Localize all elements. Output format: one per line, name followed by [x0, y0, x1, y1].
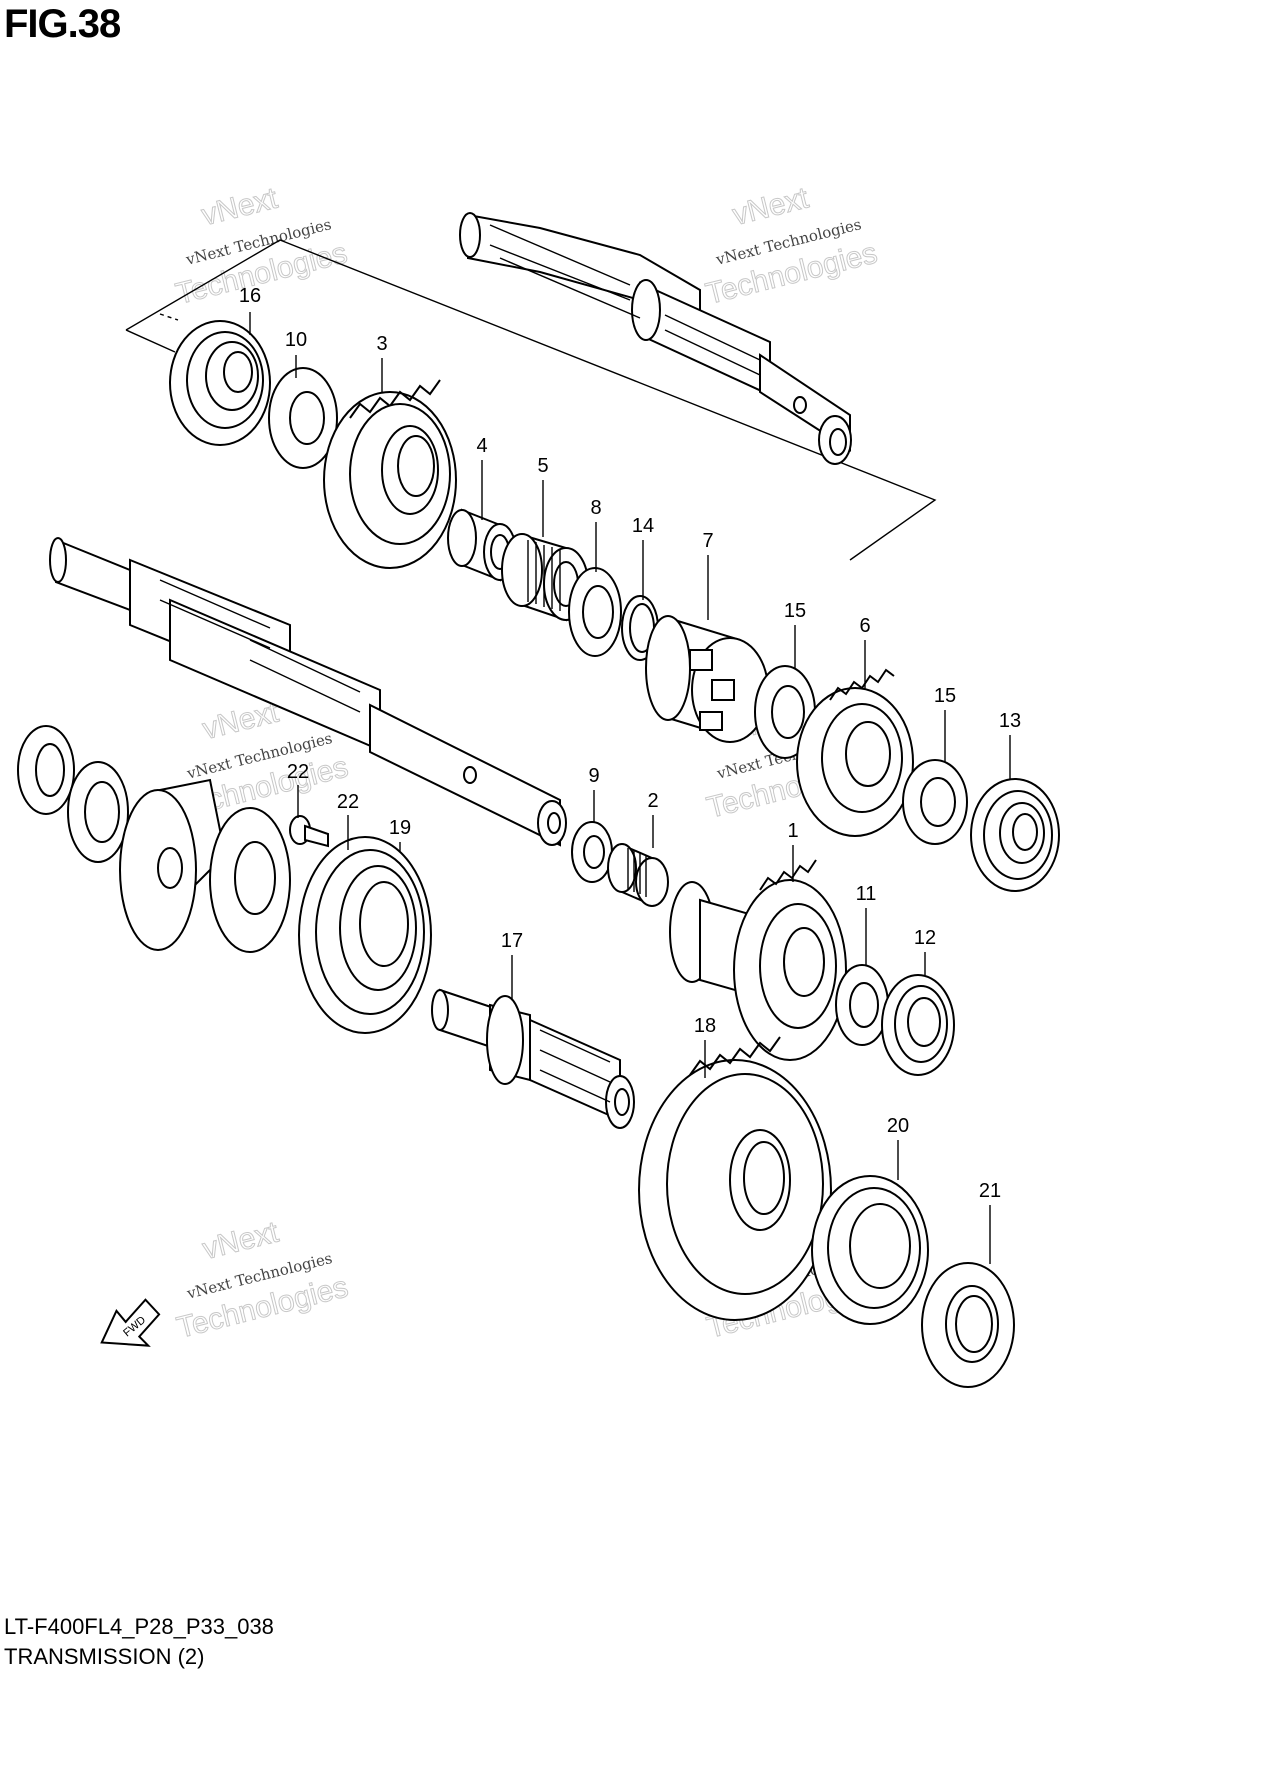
part-4-collar [447, 508, 517, 582]
part-2-needle-bearing [607, 843, 669, 907]
callout-14: 14 [632, 515, 654, 537]
part-15-washer-b [902, 759, 968, 845]
callout-22-a: 22 [287, 761, 309, 783]
washer-left [67, 761, 129, 863]
callout-17: 17 [501, 930, 523, 952]
figure-title: FIG.38 [4, 2, 121, 46]
callout-9: 9 [588, 765, 599, 787]
part-18-final-gear [638, 1036, 832, 1321]
callout-6: 6 [859, 615, 870, 637]
callout-16: 16 [239, 285, 261, 307]
callout-13: 13 [999, 710, 1021, 732]
leader-lines [249, 312, 1011, 1264]
callout-21: 21 [979, 1180, 1001, 1202]
figure-name: TRANSMISSION (2) [4, 1644, 205, 1669]
washer-large-left [209, 807, 291, 953]
callout-19: 19 [389, 817, 411, 839]
part-16-bearing [169, 320, 271, 446]
part-12-bearing [881, 974, 955, 1076]
part-1-gear [669, 859, 847, 1061]
exploded-parts-diagram: vNext Technologies vNext Technologies vN… [17, 181, 1060, 1388]
assembly-bracket [125, 239, 937, 561]
part-21-oil-seal [921, 1262, 1015, 1388]
svg-text:vNext: vNext [729, 181, 812, 232]
part-3-gear [323, 379, 457, 569]
callout-15-b: 15 [934, 685, 956, 707]
callout-15-a: 15 [784, 600, 806, 622]
figure-code: LT-F400FL4_P28_P33_038 [4, 1614, 274, 1639]
callout-8: 8 [590, 497, 601, 519]
counter-shaft-middle [49, 537, 567, 847]
part-10-washer [268, 367, 338, 469]
part-20-bearing [811, 1175, 929, 1325]
callout-5: 5 [537, 455, 548, 477]
watermark-top-right: vNext Technologies vNext Technologies [702, 181, 881, 312]
fwd-arrow-icon: FWD [100, 1298, 161, 1347]
part-6-gear [796, 668, 914, 837]
part-22-bolt [289, 815, 329, 848]
sensor-rotor [119, 778, 227, 951]
part-11-washer [835, 964, 889, 1046]
part-19-bearing [298, 836, 432, 1034]
watermark-bottom-left: vNext Technologies vNext Technologies [173, 1215, 352, 1345]
callout-20: 20 [887, 1115, 909, 1137]
callout-labels: 16 10 3 4 5 8 14 7 15 6 15 13 22 22 19 9… [239, 285, 1021, 1202]
part-7-dog-gear [645, 615, 769, 743]
oil-seal-left [17, 725, 75, 815]
callout-18: 18 [694, 1015, 716, 1037]
part-8-washer [568, 567, 622, 657]
callout-10: 10 [285, 329, 307, 351]
callout-2: 2 [647, 790, 658, 812]
part-9-washer [571, 821, 613, 883]
part-17-drive-shaft [431, 988, 635, 1129]
main-shaft-upper [459, 212, 852, 465]
svg-text:vNext: vNext [198, 182, 281, 233]
callout-3: 3 [376, 333, 387, 355]
callout-22-b: 22 [337, 791, 359, 813]
svg-text:vNext: vNext [199, 1215, 282, 1266]
callout-11: 11 [856, 883, 877, 905]
part-13-bearing [970, 778, 1060, 892]
callout-4: 4 [476, 435, 487, 457]
callout-1: 1 [787, 820, 798, 842]
callout-7: 7 [702, 530, 713, 552]
callout-12: 12 [914, 927, 936, 949]
